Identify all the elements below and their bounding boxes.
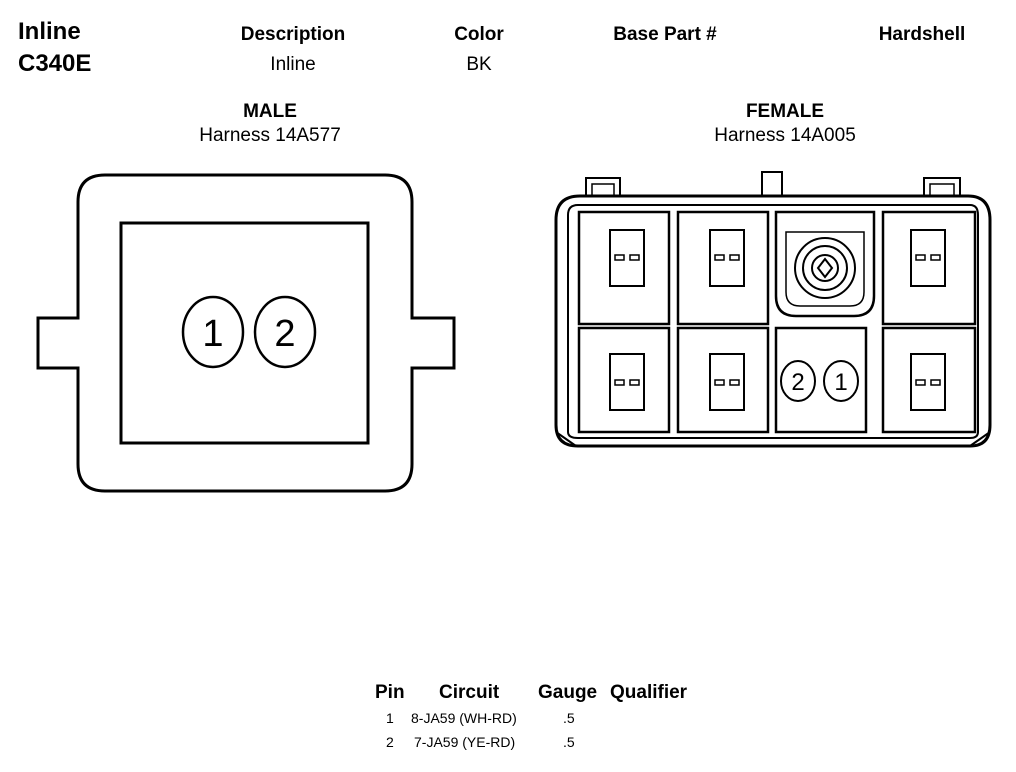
female-connector — [554, 171, 992, 448]
pin-col-header: Pin — [375, 682, 405, 703]
gauge-col-header: Gauge — [538, 682, 598, 703]
row-1-pin: 1 — [386, 710, 394, 726]
cavity-bottom-2 — [676, 326, 770, 434]
male-housing-outline — [36, 173, 456, 493]
terminal-slot-marks — [614, 254, 941, 386]
hardshell-header: Hardshell — [878, 24, 966, 45]
female-top-key — [761, 171, 783, 197]
female-latch-right — [923, 177, 961, 196]
cavity-top-2 — [676, 210, 770, 326]
cavity-bottom-4 — [881, 326, 977, 434]
connector-id: C340E — [18, 50, 92, 77]
qualifier-col-header: Qualifier — [610, 682, 688, 703]
female-pin-2-label: 2 — [791, 369, 804, 396]
row-2-pin: 2 — [386, 734, 394, 750]
cavity-top-center — [774, 210, 876, 318]
female-side-tick-left — [555, 431, 577, 447]
circuit-col-header: Circuit — [439, 682, 500, 703]
terminal-top-1 — [609, 229, 645, 287]
female-label: FEMALE — [745, 101, 825, 122]
male-pin-2-label: 2 — [274, 313, 295, 355]
male-face — [119, 221, 370, 445]
female-latch-left-inner — [591, 183, 615, 196]
terminal-bottom-4 — [910, 353, 946, 411]
base-part-header: Base Part # — [613, 24, 717, 45]
row-1-circuit: 8-JA59 (WH-RD) — [411, 710, 517, 726]
male-connector — [36, 173, 456, 493]
female-latch-left — [585, 177, 621, 196]
male-harness: Harness 14A577 — [199, 125, 341, 146]
cavity-bottom-1 — [577, 326, 671, 434]
male-pin-2-circle — [253, 295, 317, 369]
terminal-bottom-2 — [709, 353, 745, 411]
male-label: MALE — [243, 101, 297, 122]
connector-type-label: Inline — [18, 18, 81, 45]
description-value: Inline — [270, 54, 316, 75]
female-latch-right-inner — [929, 183, 955, 196]
terminal-top-4 — [910, 229, 946, 287]
terminal-bottom-1 — [609, 353, 645, 411]
male-pin-1-circle — [181, 295, 245, 369]
cavity-top-center-inner — [785, 231, 865, 307]
cavity-top-4 — [881, 210, 977, 326]
row-2-gauge: .5 — [563, 734, 575, 750]
color-value: BK — [466, 54, 492, 75]
key-ring-inner — [811, 254, 839, 282]
terminal-top-2 — [709, 229, 745, 287]
cavity-top-1 — [577, 210, 671, 326]
row-2-circuit: 7-JA59 (YE-RD) — [414, 734, 516, 750]
color-header: Color — [454, 24, 504, 45]
key-ring-outer — [794, 237, 856, 299]
description-header: Description — [240, 24, 346, 45]
female-side-tick-right — [969, 431, 991, 447]
female-housing-outer — [554, 194, 992, 448]
row-1-gauge: .5 — [563, 710, 575, 726]
female-pin-1-circle — [823, 360, 859, 402]
female-housing-inner — [567, 204, 979, 439]
cavity-bottom-3 — [774, 326, 868, 434]
male-pin-1-label: 1 — [202, 313, 223, 355]
key-diamond — [816, 257, 834, 279]
female-harness: Harness 14A005 — [714, 125, 856, 146]
female-pin-1-label: 1 — [834, 369, 847, 396]
key-ring-mid — [802, 245, 848, 291]
female-pin-2-circle — [780, 360, 816, 402]
